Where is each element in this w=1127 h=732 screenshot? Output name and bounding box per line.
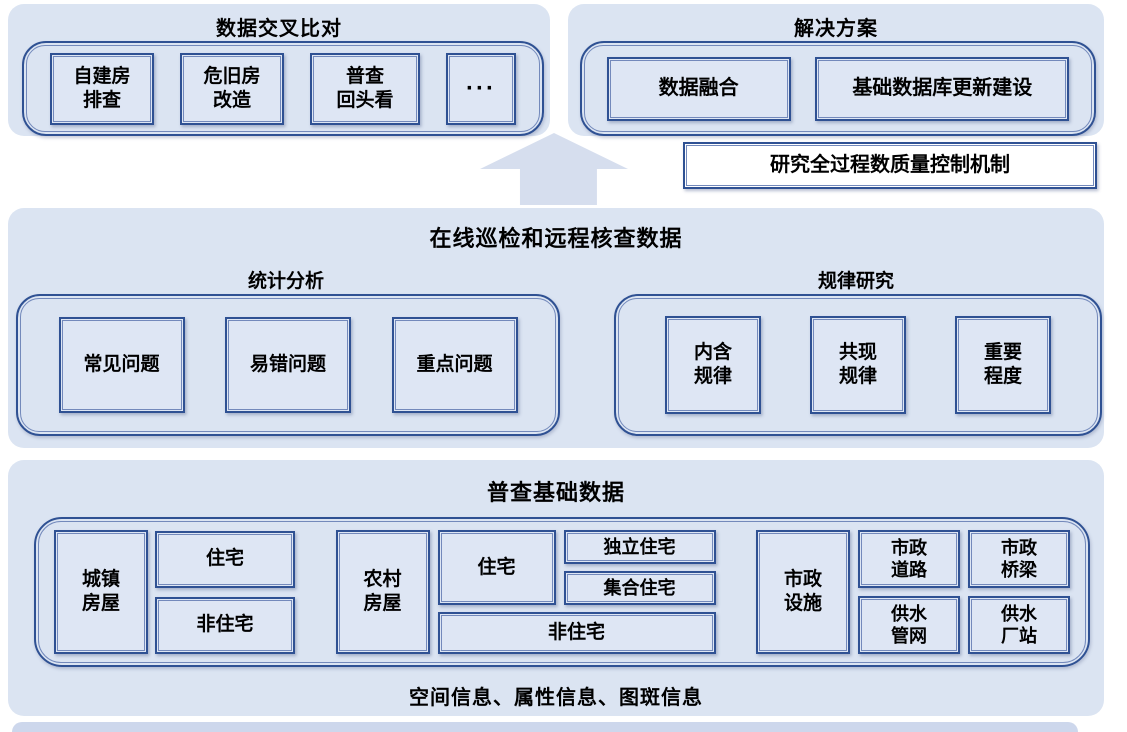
box-census-lookback: 普查 回头看 [310, 52, 420, 125]
panel-title: 在线巡检和远程核查数据 [429, 226, 683, 251]
box-dilapidated-house-renovation: 危旧房 改造 [180, 52, 284, 125]
panel-title: 数据交叉比对 [216, 18, 342, 40]
caption-info-types: 空间信息、属性信息、图斑信息 [409, 687, 703, 709]
panel-title: 普查基础数据 [486, 480, 625, 505]
box-municipal-roads: 市政 道路 [858, 530, 960, 588]
box-data-fusion: 数据融合 [606, 56, 791, 121]
box-common-issues: 常见问题 [58, 317, 185, 413]
box-error-prone-issues: 易错问题 [225, 317, 351, 413]
box-implicit-patterns: 内含 规律 [665, 316, 761, 414]
box-rural-housing: 农村 房屋 [335, 530, 430, 654]
box-municipal-bridges: 市政 桥梁 [968, 530, 1070, 588]
box-municipal-facilities: 市政 设施 [756, 530, 850, 654]
box-water-supply-plants: 供水 厂站 [968, 596, 1070, 654]
note-quality-control-mechanism: 研究全过程数质量控制机制 [683, 142, 1097, 189]
box-urban-residential: 住宅 [155, 530, 295, 588]
cross-comparison-container: 自建房 排查 危旧房 改造 普查 回头看 ··· [22, 41, 544, 136]
bottom-strip [12, 722, 1078, 732]
statistical-analysis-container: 常见问题 易错问题 重点问题 [16, 294, 560, 436]
box-rural-residential: 住宅 [437, 530, 556, 605]
box-cooccurrence-patterns: 共现 规律 [810, 316, 906, 414]
box-base-database-update: 基础数据库更新建设 [815, 56, 1070, 121]
panel-census-base-data: 普查基础数据 城镇 房屋 住宅 非住宅 农村 房屋 住宅 独立住宅 集合住宅 非… [8, 460, 1104, 716]
label-statistical-analysis: 统计分析 [247, 271, 324, 292]
box-importance-degree: 重要 程度 [955, 316, 1051, 414]
panel-solutions: 解决方案 数据融合 基础数据库更新建设 [568, 4, 1104, 136]
box-water-supply-network: 供水 管网 [858, 596, 960, 654]
urban-housing-group: 城镇 房屋 住宅 非住宅 [54, 530, 295, 654]
box-ellipsis: ··· [446, 52, 516, 125]
census-data-container: 城镇 房屋 住宅 非住宅 农村 房屋 住宅 独立住宅 集合住宅 非住宅 市政 设… [34, 517, 1090, 667]
solutions-container: 数据融合 基础数据库更新建设 [580, 41, 1096, 136]
box-detached-residential: 独立住宅 [563, 530, 716, 564]
label-pattern-research: 规律研究 [817, 271, 894, 292]
pattern-research-container: 内含 规律 共现 规律 重要 程度 [614, 294, 1102, 436]
up-arrow-icon [480, 133, 628, 205]
box-collective-residential: 集合住宅 [563, 571, 716, 605]
box-self-built-house-check: 自建房 排查 [50, 52, 154, 125]
municipal-facilities-group: 市政 设施 市政 道路 市政 桥梁 供水 管网 供水 厂站 [756, 530, 1070, 654]
rural-housing-group: 农村 房屋 住宅 独立住宅 集合住宅 非住宅 [335, 530, 716, 654]
box-rural-non-residential: 非住宅 [437, 612, 716, 654]
box-urban-non-residential: 非住宅 [155, 596, 295, 654]
box-key-issues: 重点问题 [391, 317, 518, 413]
panel-online-inspection-data: 在线巡检和远程核查数据 统计分析 规律研究 常见问题 易错问题 重点问题 内含 … [8, 208, 1104, 448]
panel-data-cross-comparison: 数据交叉比对 自建房 排查 危旧房 改造 普查 回头看 ··· [8, 4, 550, 136]
box-urban-housing: 城镇 房屋 [54, 530, 148, 654]
panel-title: 解决方案 [794, 18, 878, 40]
